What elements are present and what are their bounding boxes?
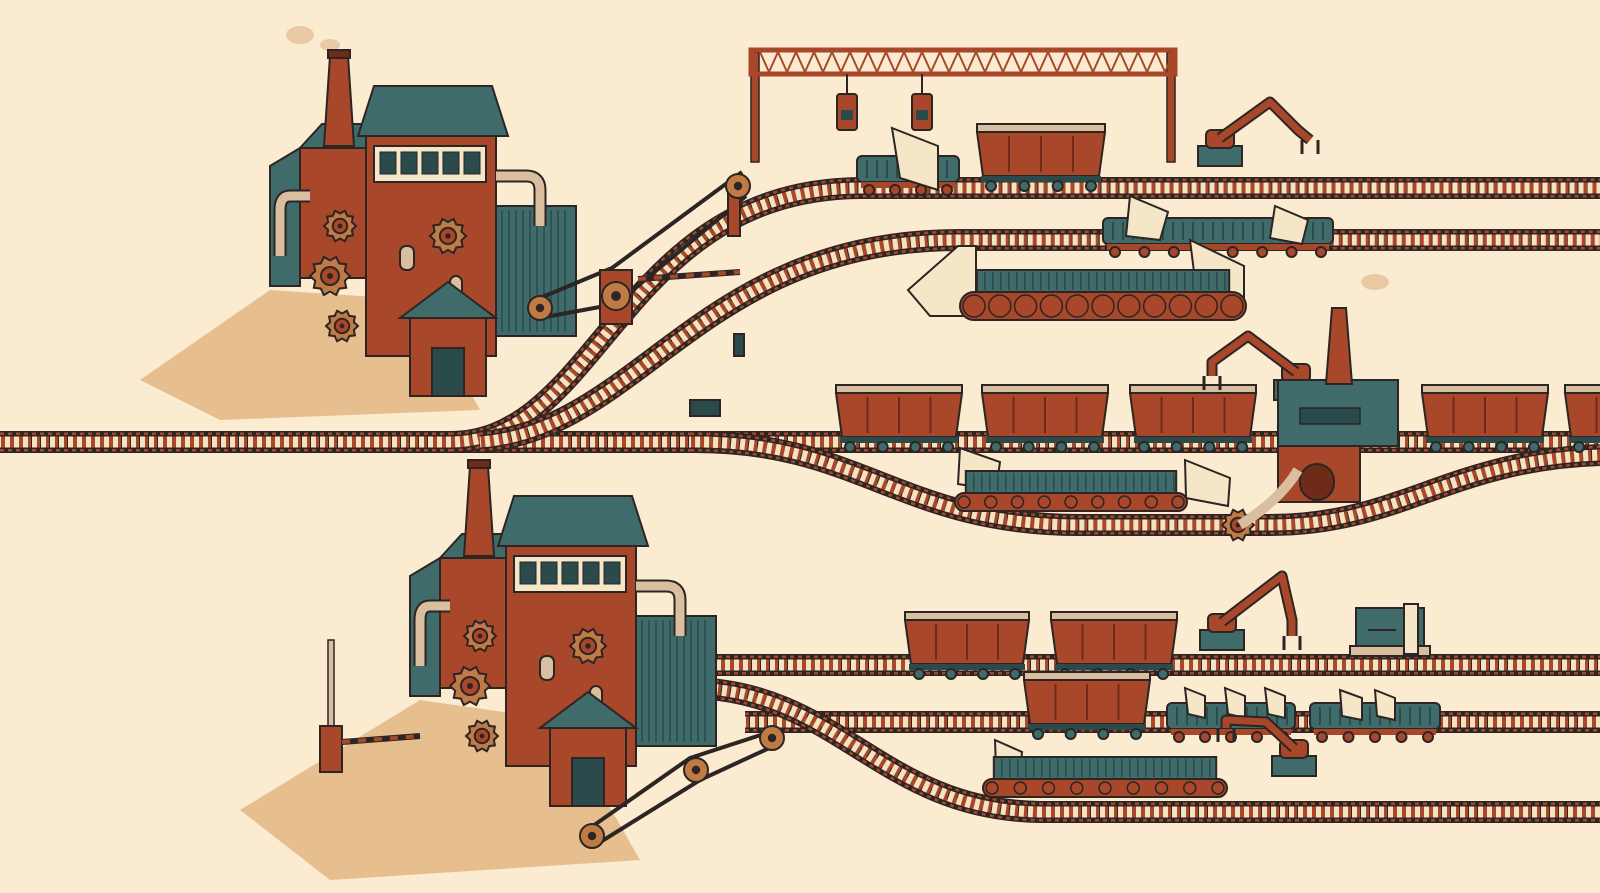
signal-post	[733, 333, 745, 357]
robot-arms	[1197, 96, 1320, 777]
factory-door	[571, 757, 605, 807]
conveyor-belt	[954, 470, 1188, 512]
gear-icon	[462, 619, 498, 653]
factory-window	[582, 561, 600, 585]
factories	[269, 49, 717, 807]
factory-window	[540, 561, 558, 585]
flat-car	[1309, 702, 1441, 743]
factory-window	[442, 151, 460, 175]
pipe	[496, 171, 545, 226]
robot-arm-icon	[1216, 714, 1317, 777]
smokestack-icon	[1324, 307, 1354, 385]
paper-sheet	[1124, 194, 1170, 242]
pipe	[1237, 467, 1303, 530]
hopper-car	[903, 611, 1031, 680]
rail-cars	[834, 123, 1600, 776]
machine-box	[1349, 603, 1431, 657]
gantry-crane	[748, 47, 1178, 163]
hopper-car	[834, 384, 964, 453]
hopper-car	[1128, 384, 1258, 453]
bottom-track-3	[689, 677, 1600, 823]
conveyor-belts	[906, 245, 1247, 798]
drive-belt	[539, 170, 744, 300]
gear-icon	[568, 627, 608, 665]
pipe	[275, 191, 310, 256]
factory-tower-roof	[356, 85, 510, 137]
gear-icon	[464, 719, 500, 753]
paper-sheet	[1263, 686, 1286, 720]
factory-window	[519, 561, 537, 585]
factory-tower-roof	[496, 495, 650, 547]
gear-icon	[448, 665, 492, 707]
pipe	[636, 581, 685, 636]
gripper	[1282, 636, 1302, 650]
upper-track-2	[479, 229, 1600, 453]
crossing-barrier-icon	[637, 270, 741, 281]
crossing-barrier-icon	[319, 725, 343, 773]
hopper-car	[1022, 671, 1152, 740]
gripper	[1202, 376, 1222, 390]
factory-window	[379, 151, 397, 175]
paper-sheet	[1338, 688, 1363, 722]
factory-window	[421, 151, 439, 175]
misc-equipment	[319, 170, 1431, 849]
smokestack-icon	[322, 55, 356, 147]
factory-window	[603, 561, 621, 585]
robot-arm-icon	[1197, 96, 1320, 167]
factory-window	[400, 151, 418, 175]
conveyor-belt	[982, 756, 1228, 798]
paper-sheet	[1373, 688, 1396, 722]
robot-arm-icon	[1199, 570, 1302, 651]
signal-box	[689, 399, 721, 417]
drive-belt	[588, 730, 771, 830]
paper-sheet	[890, 126, 939, 192]
hopper-car	[975, 123, 1107, 192]
paper-sheet	[1183, 686, 1206, 720]
pipe	[415, 601, 450, 666]
smokestack-icon	[462, 465, 496, 557]
gear-icon	[322, 209, 358, 243]
factory-bottom	[409, 459, 717, 807]
conveyor-belt	[959, 269, 1247, 321]
gripper	[1216, 728, 1236, 742]
factory-window	[561, 561, 579, 585]
paper-sheet	[1268, 204, 1310, 246]
hopper-car	[1420, 384, 1550, 453]
hopper-car	[1049, 611, 1179, 680]
hopper-car	[980, 384, 1110, 453]
gear-icon	[324, 309, 360, 343]
lower-loop-track	[689, 430, 1600, 536]
gear-icon	[308, 255, 352, 297]
paper-sheet	[1183, 458, 1232, 508]
factory-door	[431, 347, 465, 397]
gear-icon	[428, 217, 468, 255]
factory-top	[269, 49, 577, 397]
hopper-car	[1563, 384, 1600, 453]
railway-tracks	[0, 177, 1600, 823]
factory-window	[463, 151, 481, 175]
gripper	[1300, 140, 1320, 154]
paper-sheet	[1223, 686, 1246, 720]
